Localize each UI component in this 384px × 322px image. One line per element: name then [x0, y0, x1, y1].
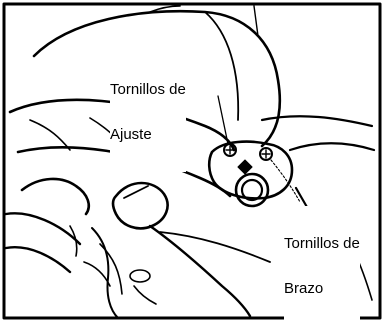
cord-lower-1 — [91, 227, 119, 319]
adjust-screw-slot — [225, 145, 235, 155]
rail-mid — [288, 142, 376, 152]
callout-adjust-line1: Tornillos de — [110, 81, 186, 98]
adjust-knob — [234, 172, 270, 208]
cord — [253, 5, 259, 37]
callout-adjust-screws: Tornillos de Ajuste — [110, 52, 186, 172]
frame — [2, 2, 382, 320]
cord-lower-2 — [99, 243, 123, 295]
callout-arm-line1: Tornillos de — [284, 235, 360, 252]
clip — [129, 269, 151, 283]
adjust-screw — [223, 143, 237, 157]
center-bolt — [237, 159, 253, 175]
cushion-outline — [32, 9, 282, 148]
palm-edge — [148, 224, 252, 318]
finger-1 — [4, 212, 82, 246]
callout-arm-screws: Tornillos de Brazo — [284, 206, 360, 322]
bracket-housing — [207, 140, 294, 200]
finger-2 — [4, 246, 72, 274]
thumbnail — [123, 185, 149, 199]
arm-screw-slot — [261, 149, 271, 159]
callout-adjust-line2: Ajuste — [110, 126, 152, 143]
cushion-seam — [204, 11, 240, 121]
callout-arm-line2: Brazo — [284, 280, 324, 297]
clip-tail — [133, 285, 157, 305]
cushion-top-edge — [149, 5, 181, 13]
rail-top — [260, 115, 374, 128]
palm-line — [159, 231, 271, 263]
arm-screw — [259, 147, 273, 161]
finger-crease — [69, 225, 78, 257]
band-inner-line — [29, 119, 71, 151]
cord-lower-3 — [83, 261, 111, 287]
leader-arm — [270, 159, 301, 203]
adjust-knob-inner — [240, 178, 264, 202]
hand-knuckle — [20, 177, 90, 216]
leader-adjust — [217, 95, 229, 145]
